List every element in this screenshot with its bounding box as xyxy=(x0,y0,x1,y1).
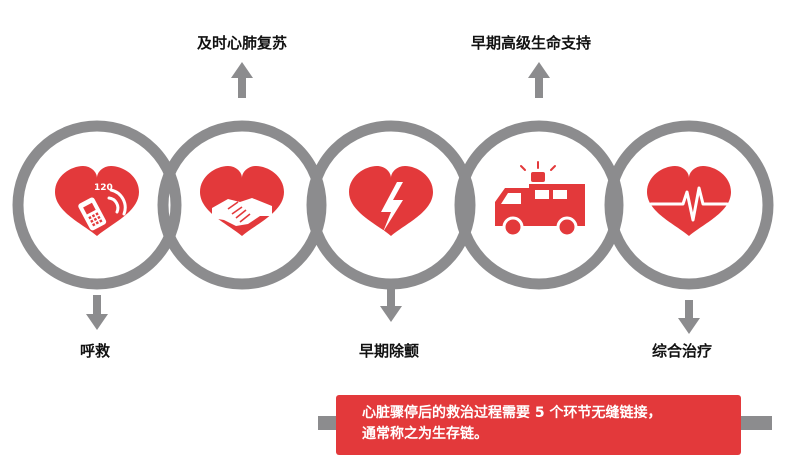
arrow-down-1 xyxy=(86,295,108,330)
arrow-down-5 xyxy=(678,300,700,334)
step-label-integrated-care: 综合治疗 xyxy=(652,342,713,360)
summary-note-line-2: 通常称之为生存链。 xyxy=(362,426,488,442)
handshake-heart-icon xyxy=(200,166,284,236)
step-label-advanced-life-support: 早期高级生命支持 xyxy=(471,34,592,52)
summary-note-line-1: 心脏骤停后的救治过程需要 5 个环节无缝链接， xyxy=(362,405,662,421)
arrow-up-4 xyxy=(528,62,550,98)
lightning-heart-icon xyxy=(349,166,433,236)
ring-5 xyxy=(604,120,774,290)
ring-2 xyxy=(157,120,327,290)
step-label-call-for-help: 呼救 xyxy=(80,342,111,360)
ring-3 xyxy=(306,120,476,290)
step-label-defibrillation: 早期除颤 xyxy=(359,342,420,360)
summary-note: 心脏骤停后的救治过程需要 5 个环节无缝链接， 通常称之为生存链。 xyxy=(336,395,741,455)
step-label-cpr: 及时心肺复苏 xyxy=(197,34,288,52)
ring-1 xyxy=(12,120,182,290)
heartbeat-heart-icon xyxy=(647,166,731,236)
ambulance-icon xyxy=(495,161,585,238)
ring-4 xyxy=(454,120,624,290)
arrow-down-3 xyxy=(380,288,402,322)
arrow-up-2 xyxy=(231,62,253,98)
badge-120: 120 xyxy=(94,183,113,193)
chain-rings xyxy=(12,120,774,290)
arrows xyxy=(86,62,700,334)
phone-call-heart-icon: 120 xyxy=(55,166,139,236)
